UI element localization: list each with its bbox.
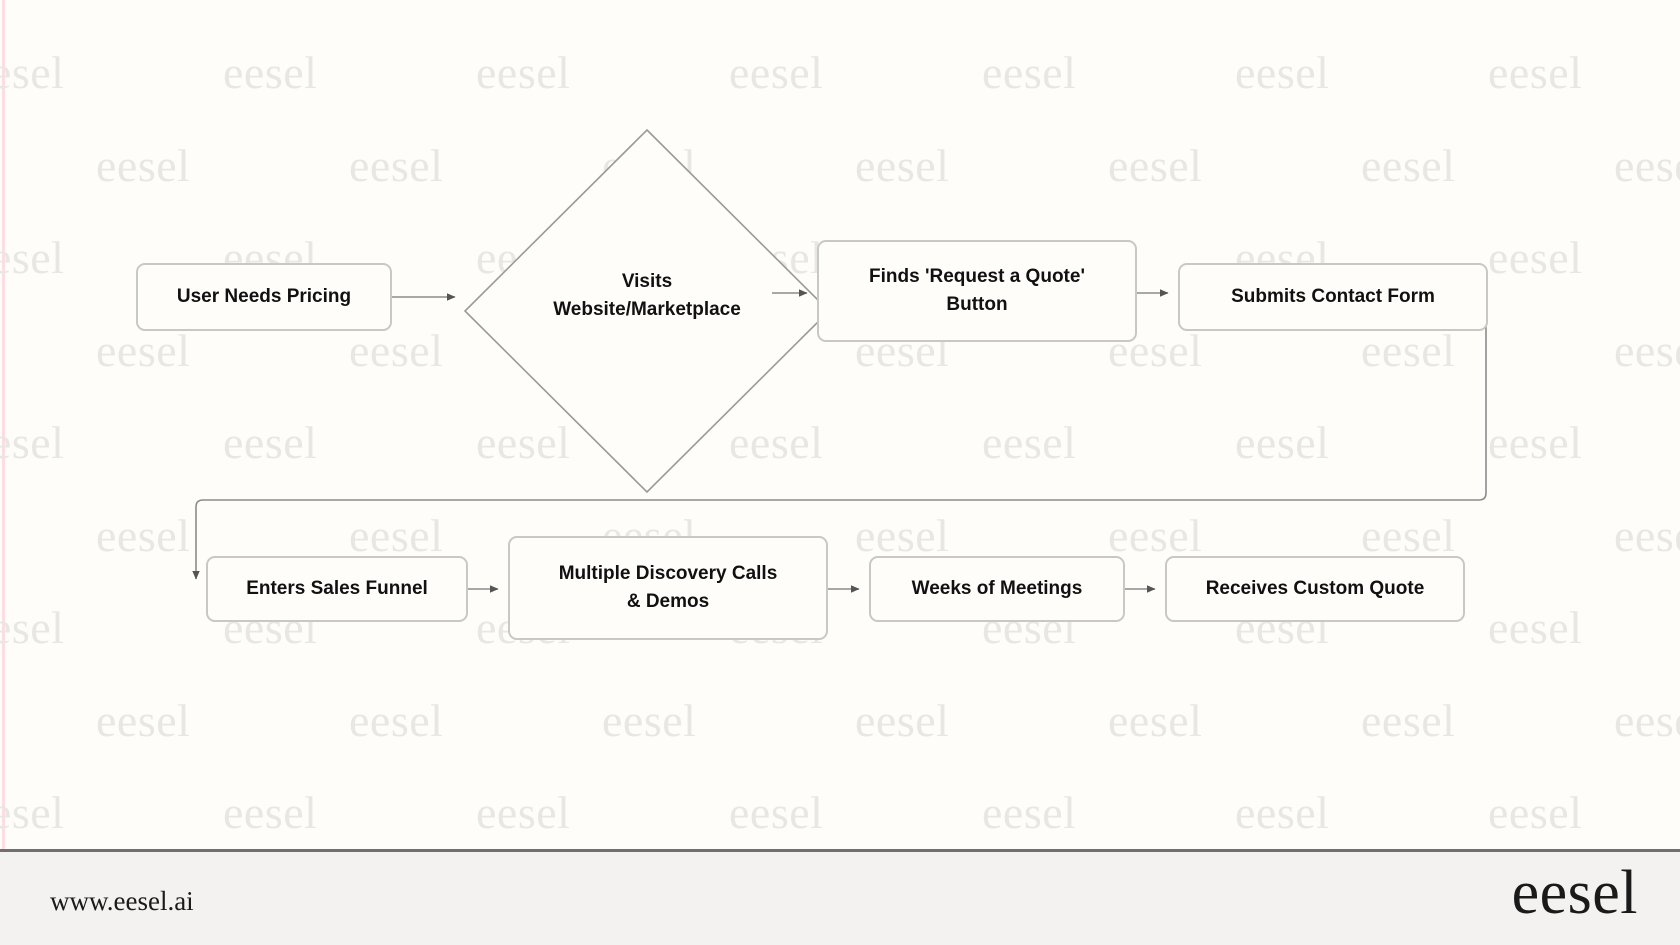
node-label: Weeks of Meetings — [911, 578, 1083, 600]
node-label: User Needs Pricing — [176, 286, 352, 308]
diagram-canvas: eeseleeseleeseleeseleeseleeseleeseleesel… — [0, 0, 1680, 849]
node-submits-contact-form[interactable]: Submits Contact Form — [1178, 263, 1488, 331]
node-user-needs-pricing[interactable]: User Needs Pricing — [136, 263, 392, 331]
node-weeks-of-meetings[interactable]: Weeks of Meetings — [869, 556, 1125, 622]
eesel-logo: eesel — [1511, 859, 1638, 927]
node-label: Receives Custom Quote — [1205, 578, 1425, 600]
node-shape-visits-website[interactable] — [463, 128, 831, 494]
connector-layer — [192, 128, 1488, 593]
edge-submits-form-to-enters-sales-funnel — [192, 311, 1488, 580]
node-label: Multiple Discovery Calls& Demos — [558, 563, 778, 612]
page-footer: www.eesel.ai eesel — [0, 849, 1680, 945]
left-accent-line — [2, 0, 5, 849]
node-multiple-discovery-calls-demos[interactable]: Multiple Discovery Calls& Demos — [508, 536, 828, 640]
node-label: Submits Contact Form — [1231, 286, 1435, 308]
node-label: Finds 'Request a Quote'Button — [869, 266, 1085, 315]
node-label: Enters Sales Funnel — [246, 578, 428, 600]
node-receives-custom-quote[interactable]: Receives Custom Quote — [1165, 556, 1465, 622]
node-finds-request-a-quote-button[interactable]: Finds 'Request a Quote'Button — [817, 240, 1137, 342]
footer-url[interactable]: www.eesel.ai — [50, 886, 194, 916]
node-enters-sales-funnel[interactable]: Enters Sales Funnel — [206, 556, 468, 622]
